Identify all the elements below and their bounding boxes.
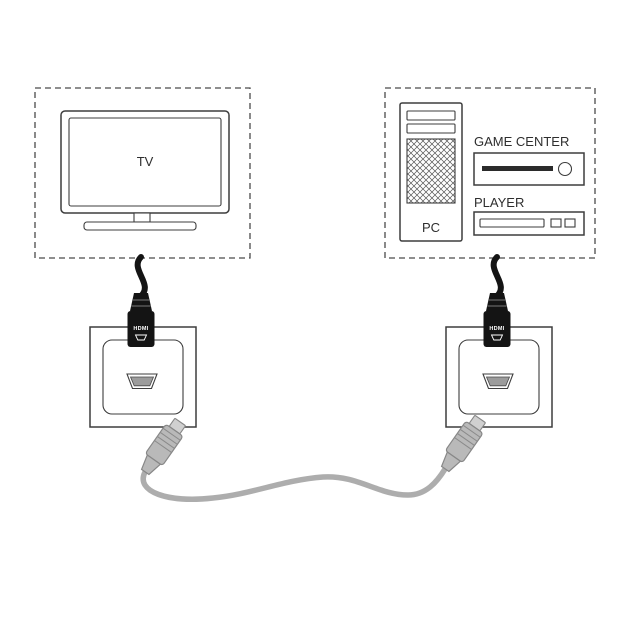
tv-plug-collar-ridges xyxy=(131,299,151,307)
left-patch-plug-ridges xyxy=(154,427,181,453)
pc-label: PC xyxy=(422,220,440,235)
pc-drive-bay-2 xyxy=(406,123,456,134)
pc-hdmi-cable: HDMI xyxy=(483,254,511,347)
pc-tower: PC xyxy=(399,102,463,242)
game-center-power-button xyxy=(557,161,573,177)
tv-plug-collar xyxy=(130,293,152,311)
left-hdmi-port-inner xyxy=(129,376,155,387)
left-patch-plug-boot xyxy=(140,454,162,476)
tv-plug-hdmi-icon xyxy=(134,334,148,341)
pc-zone-dashed-box xyxy=(384,87,596,259)
tv-stand-base xyxy=(83,221,197,231)
tv: TV xyxy=(60,110,230,231)
game-center-device: GAME CENTER xyxy=(473,134,585,186)
pc-hdmi-plug xyxy=(483,311,511,347)
right-hdmi-port-inner xyxy=(485,376,511,387)
player-disc-slot xyxy=(479,218,545,228)
patch-cable xyxy=(140,466,448,502)
pc-plug-collar-ridges xyxy=(487,299,507,307)
player-device: PLAYER xyxy=(473,195,585,236)
player-button-1 xyxy=(550,218,562,228)
player-label: PLAYER xyxy=(474,195,524,210)
tv-plug-hdmi-label: HDMI xyxy=(133,326,148,332)
pc-drive-bay-1 xyxy=(406,110,456,121)
right-patch-plug xyxy=(440,415,486,473)
tv-screen xyxy=(68,117,222,207)
pc-vent-grille xyxy=(406,138,456,204)
pc-plug-hdmi-icon xyxy=(490,334,504,341)
game-center-label: GAME CENTER xyxy=(474,134,569,149)
pc-cable-path xyxy=(490,254,504,299)
tv-hdmi-cable: HDMI xyxy=(127,254,155,347)
game-center-slot xyxy=(482,166,553,171)
pc-plug-hdmi-label: HDMI xyxy=(489,326,504,332)
player-button-2 xyxy=(564,218,576,228)
left-patch-plug xyxy=(140,418,186,476)
pc-plug-collar xyxy=(486,293,508,311)
tv-hdmi-plug xyxy=(127,311,155,347)
right-patch-plug-ridges xyxy=(454,424,481,450)
right-patch-plug-boot xyxy=(440,451,462,473)
left-wall-plate xyxy=(89,326,197,428)
tv-stand-neck xyxy=(133,212,151,223)
tv-label: TV xyxy=(137,154,154,169)
tv-cable-path xyxy=(134,254,148,299)
